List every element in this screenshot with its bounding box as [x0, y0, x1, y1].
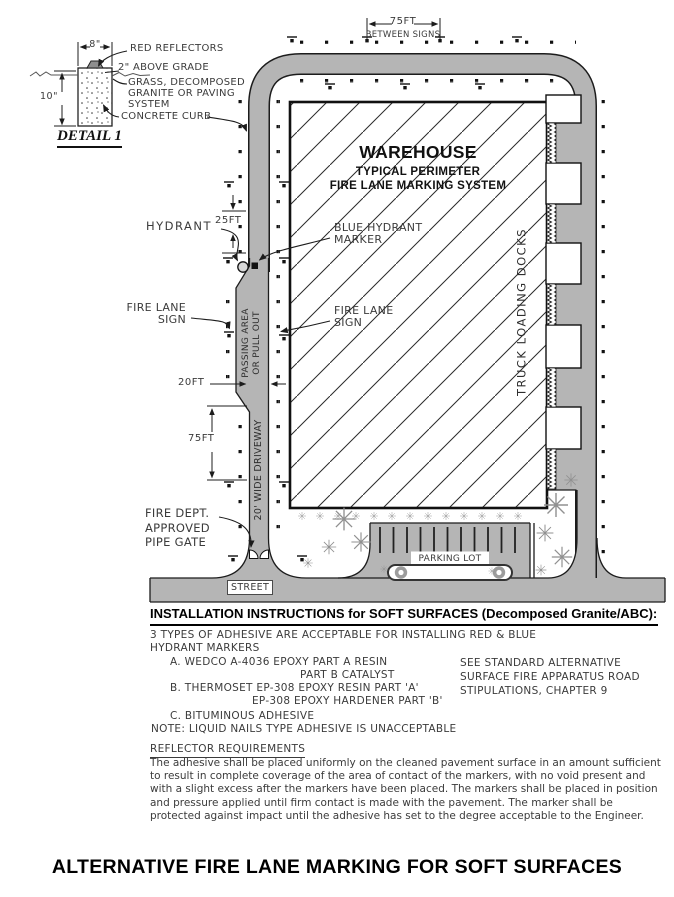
- instructions-item-b1: B. THERMOSET EP-308 EPOXY RESIN PART 'A': [170, 682, 419, 694]
- detail-1-drawing: [29, 42, 151, 127]
- hydrant-label: HYDRANT: [145, 219, 212, 233]
- above-grade-label: 2" ABOVE GRADE: [118, 62, 210, 73]
- instructions-intro-2: HYDRANT MARKERS: [150, 642, 260, 654]
- blue-hydrant-marker-symbol: [251, 262, 258, 269]
- instructions-item-b2: EP-308 EPOXY HARDENER PART 'B': [252, 695, 443, 707]
- truck-loading-docks: [545, 94, 582, 490]
- dim-8in: 8": [89, 39, 101, 50]
- dim-between-signs-sub: BETWEEN SIGNS: [365, 30, 441, 40]
- parking-stripes: [379, 527, 516, 553]
- warehouse-subtitle-1: TYPICAL PERIMETER: [355, 166, 481, 178]
- detail-1-title: DETAIL 1: [57, 128, 122, 148]
- warehouse-title: WAREHOUSE: [359, 142, 477, 162]
- site-plan-drawing: [29, 18, 666, 603]
- instructions-intro-1: 3 TYPES OF ADHESIVE ARE ACCEPTABLE FOR I…: [150, 629, 537, 641]
- instructions-side-note: SEE STANDARD ALTERNATIVE SURFACE FIRE AP…: [460, 657, 640, 697]
- parking-label-box: [411, 551, 489, 566]
- driveway-label: 20' WIDE DRIVEWAY: [253, 419, 264, 521]
- reflector-requirements-body: The adhesive shall be placed uniformly o…: [150, 757, 661, 822]
- instructions-note: NOTE: LIQUID NAILS TYPE ADHESIVE IS UNAC…: [151, 723, 457, 735]
- pipe-gate-symbol: [249, 549, 269, 559]
- truck-icon: [387, 564, 513, 581]
- dimension-lines: [207, 18, 441, 481]
- concrete-curb-label: CONCRETE CURB: [121, 111, 212, 122]
- sheet-title: ALTERNATIVE FIRE LANE MARKING FOR SOFT S…: [51, 856, 623, 878]
- fire-lane-sign-label-left: FIRE LANE SIGN: [126, 301, 186, 326]
- dim-20ft: 20FT: [178, 377, 205, 388]
- driveway: [212, 258, 306, 578]
- pipe-gate-label: FIRE DEPT. APPROVED PIPE GATE: [145, 506, 210, 549]
- instructions-item-a2: PART B CATALYST: [300, 669, 395, 681]
- landscape-shrub-row: [297, 511, 523, 521]
- instructions-item-a1: A. WEDCO A-4036 EPOXY PART A RESIN: [170, 656, 388, 668]
- fire-lane-markers: [226, 40, 605, 560]
- warehouse-subtitle-2: FIRE LANE MARKING SYSTEM: [329, 180, 507, 192]
- reflector-requirements-heading: REFLECTOR REQUIREMENTS: [150, 743, 306, 758]
- reflector-dome: [86, 60, 104, 69]
- dim-75ft-between-signs: 75FT: [389, 16, 417, 27]
- surface-label: GRASS, DECOMPOSED GRANITE OR PAVING SYST…: [128, 77, 246, 110]
- leader-lines: [98, 50, 331, 548]
- dock-stairs: [546, 122, 557, 490]
- perimeter-fire-lane-road: [248, 53, 597, 584]
- truck-loading-docks-label: TRUCK LOADING DOCKS: [514, 227, 529, 397]
- red-reflectors-label: RED REFLECTORS: [130, 43, 224, 54]
- dim-25ft: 25FT: [215, 215, 242, 226]
- street-label: STREET: [227, 580, 274, 595]
- dim-10in: 10": [40, 91, 58, 102]
- instructions-heading: INSTALLATION INSTRUCTIONS for SOFT SURFA…: [150, 606, 658, 626]
- fire-lane-sign-label-right: FIRE LANE SIGN: [334, 304, 394, 329]
- instructions-item-c: C. BITUMINOUS ADHESIVE: [170, 710, 315, 722]
- warehouse-building: [288, 100, 549, 510]
- blue-hydrant-marker-label: BLUE HYDRANT MARKER: [334, 221, 423, 246]
- road-fillet: [597, 538, 626, 578]
- parking-lot-label: PARKING LOT: [418, 554, 482, 564]
- hydrant-symbol: [237, 261, 249, 273]
- dim-75ft: 75FT: [186, 433, 217, 445]
